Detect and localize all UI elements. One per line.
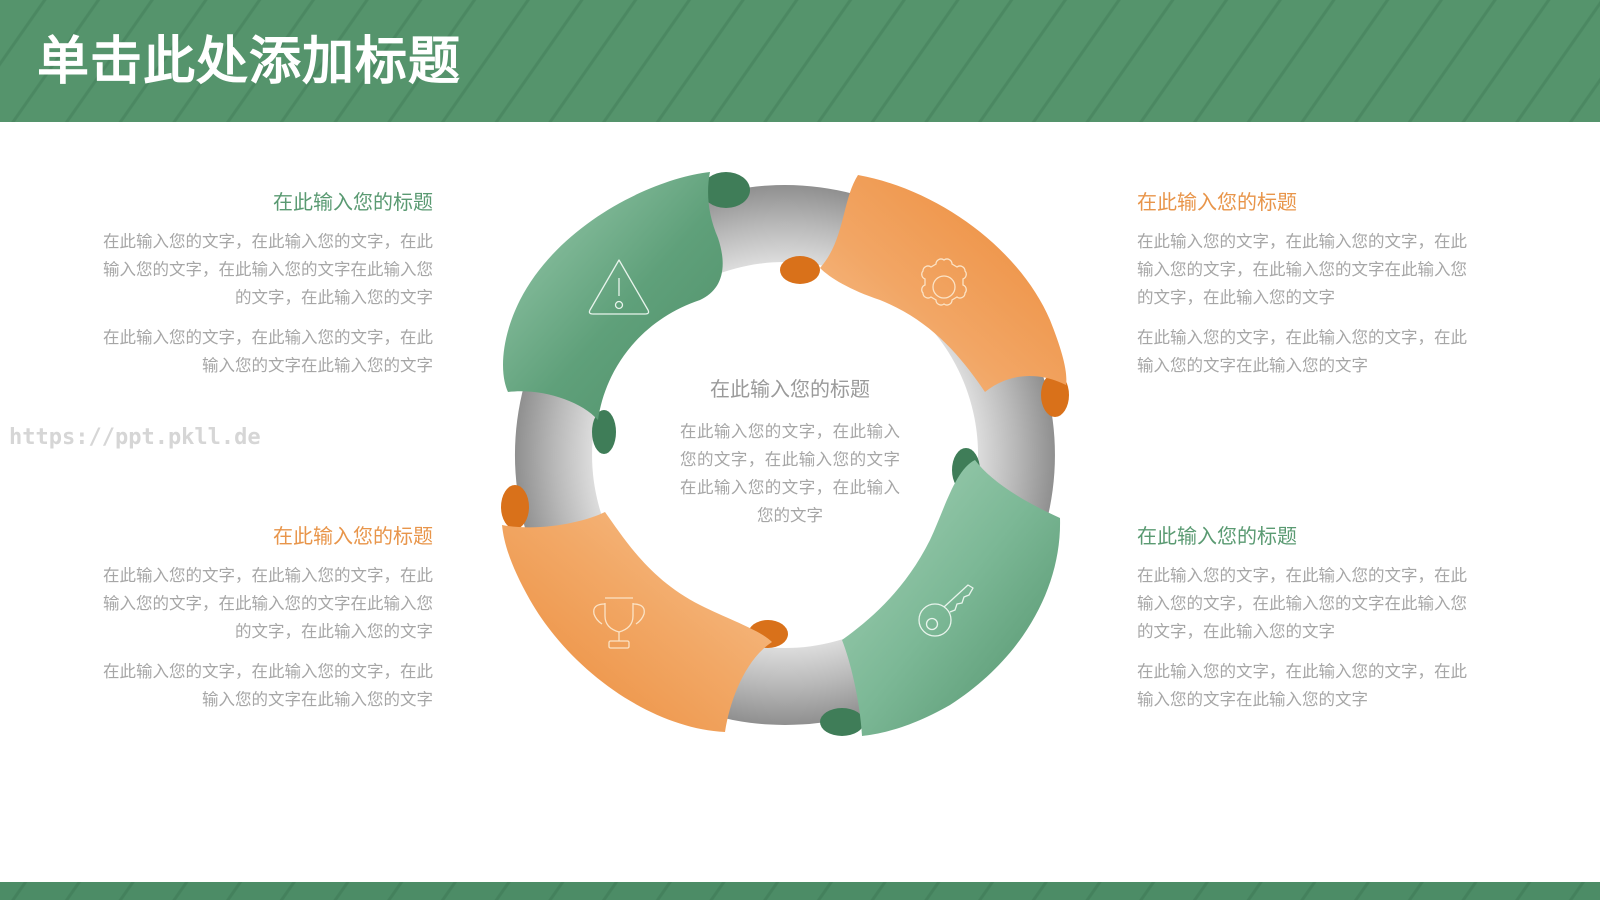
- ribbon-segment-top-left: [503, 172, 723, 420]
- ribbon-segment-bottom-right: [842, 460, 1061, 736]
- block-paragraph[interactable]: 在此输入您的文字，在此输入您的文字，在此输入您的文字在此输入您的文字: [1137, 328, 1467, 375]
- trophy-icon: [593, 597, 645, 649]
- footer-band: [0, 882, 1600, 900]
- block-paragraph[interactable]: 在此输入您的文字，在此输入您的文字，在此输入您的文字在此输入您的文字: [103, 662, 433, 709]
- text-block-top-left: 在此输入您的标题 在此输入您的文字，在此输入您的文字，在此输入您的文字，在此输入…: [103, 188, 433, 392]
- text-block-top-right: 在此输入您的标题 在此输入您的文字，在此输入您的文字，在此输入您的文字，在此输入…: [1137, 188, 1467, 392]
- center-text-box: 在此输入您的标题 在此输入您的文字，在此输入您的文字，在此输入您的文字在此输入您…: [680, 374, 900, 530]
- text-block-bottom-left: 在此输入您的标题 在此输入您的文字，在此输入您的文字，在此输入您的文字，在此输入…: [103, 522, 433, 726]
- page-title[interactable]: 单击此处添加标题: [37, 32, 462, 92]
- block-paragraph[interactable]: 在此输入您的文字，在此输入您的文字，在此输入您的文字，在此输入您的文字在此输入您…: [103, 232, 433, 307]
- block-paragraph[interactable]: 在此输入您的文字，在此输入您的文字，在此输入您的文字，在此输入您的文字在此输入您…: [103, 566, 433, 641]
- block-title[interactable]: 在此输入您的标题: [1137, 524, 1297, 548]
- center-title[interactable]: 在此输入您的标题: [710, 377, 870, 401]
- warning-icon: [588, 259, 650, 315]
- ribbon-tucks: [501, 172, 1069, 736]
- key-icon: [918, 584, 974, 637]
- ribbon-segment-bottom-left: [502, 512, 772, 732]
- block-paragraph[interactable]: 在此输入您的文字，在此输入您的文字，在此输入您的文字，在此输入您的文字在此输入您…: [1137, 566, 1467, 641]
- block-paragraph[interactable]: 在此输入您的文字，在此输入您的文字，在此输入您的文字，在此输入您的文字在此输入您…: [1137, 232, 1467, 307]
- watermark-url: https://ppt.pkll.de: [9, 425, 261, 450]
- block-paragraph[interactable]: 在此输入您的文字，在此输入您的文字，在此输入您的文字在此输入您的文字: [103, 328, 433, 375]
- block-paragraph[interactable]: 在此输入您的文字，在此输入您的文字，在此输入您的文字在此输入您的文字: [1137, 662, 1467, 709]
- center-body[interactable]: 在此输入您的文字，在此输入您的文字，在此输入您的文字在此输入您的文字，在此输入您…: [680, 422, 900, 525]
- block-title[interactable]: 在此输入您的标题: [273, 524, 433, 548]
- block-title[interactable]: 在此输入您的标题: [1137, 190, 1297, 214]
- text-block-bottom-right: 在此输入您的标题 在此输入您的文字，在此输入您的文字，在此输入您的文字，在此输入…: [1137, 522, 1467, 726]
- block-title[interactable]: 在此输入您的标题: [273, 190, 433, 214]
- gear-icon: [921, 258, 967, 306]
- ribbon-segment-top-right: [820, 175, 1067, 392]
- header-banner: 单击此处添加标题: [0, 0, 1600, 122]
